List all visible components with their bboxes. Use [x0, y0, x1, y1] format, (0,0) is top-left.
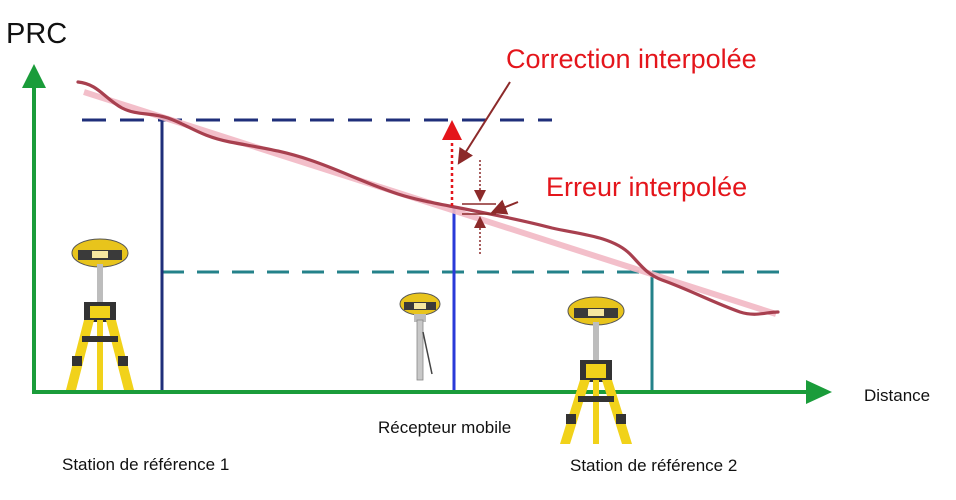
rover-pole-receiver-icon: [399, 292, 441, 381]
correction-label: Correction interpolée: [506, 44, 757, 74]
correction-pointer: [457, 81, 511, 165]
tripod-gnss-receiver-icon: [66, 238, 134, 390]
prc-curve: [76, 80, 780, 316]
error-label: Erreur interpolée: [546, 172, 748, 202]
rover-label: Récepteur mobile: [378, 418, 512, 437]
x-axis-label: Distance: [864, 386, 931, 405]
x-axis-arrowhead: [806, 380, 832, 404]
tripod-gnss-receiver-icon: [560, 296, 632, 444]
error-pointer: [490, 199, 519, 215]
reference-station-2-label: Station de référence 2: [570, 456, 738, 475]
y-axis-label: PRC: [6, 18, 68, 50]
reference-station-1-label: Station de référence 1: [62, 455, 230, 474]
y-axis-arrowhead: [22, 64, 46, 88]
